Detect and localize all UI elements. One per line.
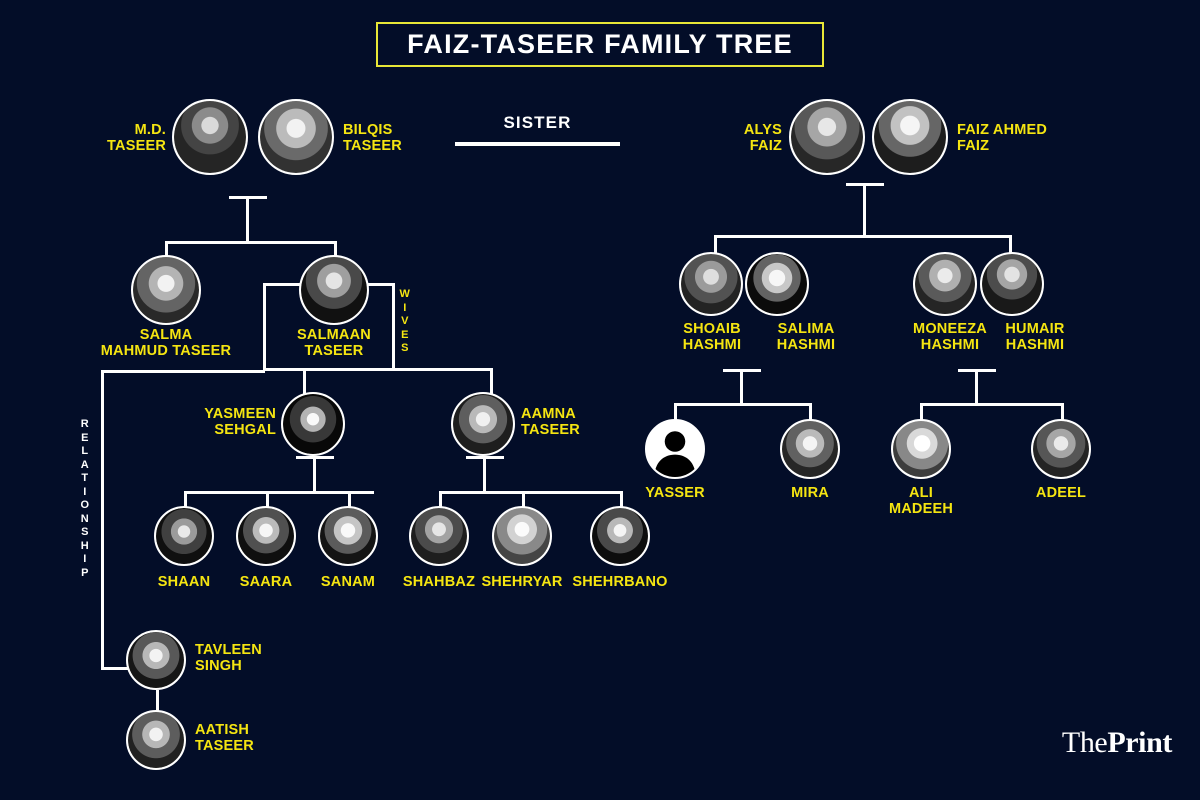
label-mira: MIRA: [791, 485, 829, 501]
avatar-aamna-taseer: [451, 392, 515, 456]
avatar-tavleen-singh: [126, 630, 186, 690]
connector-to-shaan: [184, 491, 187, 507]
relationship-label: R E L A T I O N S H I P: [80, 418, 90, 579]
label-shehrbano: SHEHRBANO: [572, 574, 668, 590]
avatar-shoaib-hashmi: [679, 252, 743, 316]
connector-yasmeen-children-bar: [184, 491, 374, 494]
label-shoaib-hashmi: SHOAIB HASHMI: [682, 321, 742, 353]
label-adeel: ADEEL: [1035, 485, 1087, 501]
label-moneeza-hashmi: MONEEZA HASHMI: [913, 321, 987, 353]
connector-to-salmaan: [334, 241, 337, 257]
wives-label: W I V E S: [399, 288, 411, 354]
connector-to-yasser: [674, 403, 677, 421]
label-aatish-taseer: AATISH TASEER: [195, 722, 254, 754]
connector-aamna-children-bar: [439, 491, 623, 494]
avatar-bilqis-taseer: [258, 99, 334, 175]
label-alys-faiz: ALYS FAIZ: [743, 122, 782, 154]
avatar-sanam: [318, 506, 378, 566]
connector-moneeza-children-bar: [920, 403, 1064, 406]
label-md-taseer: M.D. TASEER: [107, 122, 166, 154]
connector-md-children-bar: [165, 241, 337, 244]
avatar-salma-mahmud-taseer: [131, 255, 201, 325]
connector-wives-right-stem: [392, 283, 395, 371]
avatar-shehryar: [492, 506, 552, 566]
avatar-salima-hashmi: [745, 252, 809, 316]
label-salma-mahmud-taseer: SALMA MAHMUD TASEER: [100, 327, 232, 359]
connector-to-shehryar: [522, 491, 525, 507]
label-salima-hashmi: SALIMA HASHMI: [776, 321, 836, 353]
connector-to-ali-madeeh: [920, 403, 923, 421]
label-ali-madeeh: ALI MADEEH: [888, 485, 954, 517]
avatar-alys-faiz: [789, 99, 865, 175]
connector-shoaib-drop: [740, 369, 743, 406]
label-salmaan-taseer: SALMAAN TASEER: [297, 327, 371, 359]
connector-to-shoaib-salima: [714, 235, 717, 253]
avatar-yasser-placeholder: [645, 419, 705, 479]
connector-to-mira: [809, 403, 812, 421]
label-shahbaz: SHAHBAZ: [402, 574, 476, 590]
connector-to-shehrbano: [620, 491, 623, 507]
connector-to-aamna: [490, 368, 493, 394]
connector-wives-span: [303, 368, 493, 371]
avatar-shahbaz: [409, 506, 469, 566]
avatar-shaan: [154, 506, 214, 566]
brand-the: The: [1061, 726, 1108, 759]
avatar-yasmeen-sehgal: [281, 392, 345, 456]
connector-alys-faiz-drop: [863, 183, 866, 238]
avatar-saara: [236, 506, 296, 566]
connector-salmaan-left-stem: [263, 283, 266, 371]
person-silhouette-icon: [654, 431, 696, 477]
connector-tavleen-aatish: [156, 690, 159, 712]
label-tavleen-singh: TAVLEEN SINGH: [195, 642, 262, 674]
label-sanam: SANAM: [320, 574, 376, 590]
label-yasmeen-sehgal: YASMEEN SEHGAL: [204, 406, 276, 438]
label-shaan: SHAAN: [157, 574, 211, 590]
connector-yasmeen-drop: [313, 456, 316, 494]
label-yasser: YASSER: [645, 485, 705, 501]
avatar-aatish-taseer: [126, 710, 186, 770]
brand-print: Print: [1107, 726, 1172, 759]
connector-md-bilqis-drop: [246, 196, 249, 244]
avatar-adeel: [1031, 419, 1091, 479]
connector-to-shahbaz: [439, 491, 442, 507]
avatar-humair-hashmi: [980, 252, 1044, 316]
connector-relationship-vertical: [101, 370, 104, 670]
label-faiz-ahmed-faiz: FAIZ AHMED FAIZ: [957, 122, 1048, 154]
avatar-moneeza-hashmi: [913, 252, 977, 316]
connector-to-sanam: [348, 491, 351, 507]
connector-aamna-drop: [483, 456, 486, 494]
connector-relationship-top: [101, 370, 265, 373]
avatar-faiz-ahmed-faiz: [872, 99, 948, 175]
avatar-shehrbano: [590, 506, 650, 566]
connector-to-yasmeen: [303, 368, 306, 394]
avatar-mira: [780, 419, 840, 479]
connector-moneeza-drop: [975, 369, 978, 406]
label-humair-hashmi: HUMAIR HASHMI: [1005, 321, 1065, 353]
connector-to-saara: [266, 491, 269, 507]
connector-faiz-children-bar: [714, 235, 1012, 238]
avatar-md-taseer: [172, 99, 248, 175]
avatar-ali-madeeh: [891, 419, 951, 479]
connector-to-moneeza-humair: [1009, 235, 1012, 253]
connector-shoaib-children-bar: [674, 403, 812, 406]
label-saara: SAARA: [239, 574, 293, 590]
title-box: FAIZ-TASEER FAMILY TREE: [376, 22, 824, 67]
connector-to-adeel: [1061, 403, 1064, 421]
label-aamna-taseer: AAMNA TASEER: [521, 406, 580, 438]
connector-relationship-to-tavleen: [101, 667, 131, 670]
avatar-salmaan-taseer: [299, 255, 369, 325]
theprint-logo: ThePrint: [1061, 726, 1173, 760]
page-title: FAIZ-TASEER FAMILY TREE: [407, 29, 793, 59]
label-shehryar: SHEHRYAR: [481, 574, 563, 590]
label-bilqis-taseer: BILQIS TASEER: [343, 122, 402, 154]
sister-relation-rule: [455, 142, 620, 146]
sister-relation-label: SISTER: [503, 113, 572, 132]
connector-to-salma: [165, 241, 168, 257]
